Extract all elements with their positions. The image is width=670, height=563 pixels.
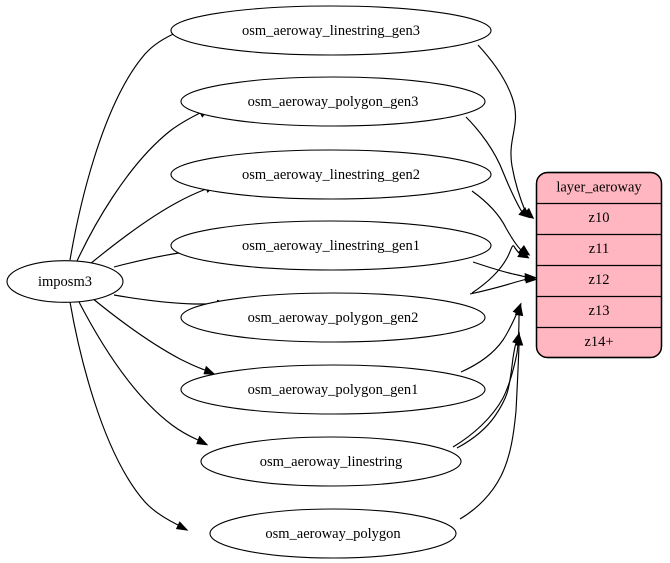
node-label: osm_aeroway_polygon	[265, 526, 401, 542]
node-label: osm_aeroway_polygon_gen3	[248, 94, 419, 110]
node-osm_aeroway_linestring_gen1[interactable]: osm_aeroway_linestring_gen1	[170, 220, 492, 271]
node-osm_aeroway_polygon_gen2[interactable]: osm_aeroway_polygon_gen2	[180, 292, 486, 343]
edge-imposm3-to-osm_aeroway_polygon	[69, 301, 189, 531]
node-osm_aeroway_linestring[interactable]: osm_aeroway_linestring	[200, 436, 462, 487]
layer-table-row-z11-label: z11	[589, 241, 609, 257]
edge-imposm3-to-osm_aeroway_polygon_gen1	[91, 297, 216, 375]
node-label: osm_aeroway_linestring	[260, 454, 403, 470]
edge-osm_aeroway_polygon_gen2-to-z11	[471, 245, 530, 294]
node-label: osm_aeroway_linestring_gen3	[242, 23, 420, 39]
edge-group-tables-to-layer	[452, 44, 538, 520]
layer-table-row-z10-label: z10	[589, 210, 610, 226]
node-label: osm_aeroway_linestring_gen1	[242, 238, 420, 254]
node-layer_aeroway-table[interactable]: layer_aeroway z10 z11 z12 z13 z14+	[535, 171, 663, 359]
edge-osm_aeroway_linestring_gen3-to-z10	[477, 44, 535, 220]
layer-table-row-z13-label: z13	[589, 303, 610, 319]
layer-table-outline	[535, 171, 663, 359]
node-osm_aeroway_linestring_gen2[interactable]: osm_aeroway_linestring_gen2	[170, 149, 492, 200]
node-label: osm_aeroway_polygon_gen1	[248, 382, 419, 398]
node-label: osm_aeroway_polygon_gen2	[248, 310, 419, 326]
layer-table-row-z14-label: z14+	[584, 334, 613, 350]
edge-osm_aeroway_polygon_gen3-to-z10	[465, 116, 531, 219]
node-imposm3-label: imposm3	[38, 274, 92, 290]
edge-osm_aeroway_polygon_gen2-to-z12	[469, 274, 538, 295]
layer-table-row-z12-label: z12	[589, 272, 610, 288]
node-label: osm_aeroway_linestring_gen2	[242, 167, 420, 183]
edge-imposm3-to-osm_aeroway_linestring	[77, 299, 209, 446]
layer-table-header-label: layer_aeroway	[556, 179, 642, 195]
node-osm_aeroway_linestring_gen3[interactable]: osm_aeroway_linestring_gen3	[170, 5, 492, 56]
node-imposm3[interactable]: imposm3	[6, 260, 124, 303]
node-osm_aeroway_polygon_gen1[interactable]: osm_aeroway_polygon_gen1	[180, 364, 486, 415]
node-osm_aeroway_polygon[interactable]: osm_aeroway_polygon	[209, 508, 457, 559]
node-osm_aeroway_polygon_gen3[interactable]: osm_aeroway_polygon_gen3	[180, 76, 486, 127]
edge-osm_aeroway_polygon-to-z14	[459, 333, 524, 520]
edge-imposm3-to-osm_aeroway_linestring_gen3	[69, 27, 189, 261]
